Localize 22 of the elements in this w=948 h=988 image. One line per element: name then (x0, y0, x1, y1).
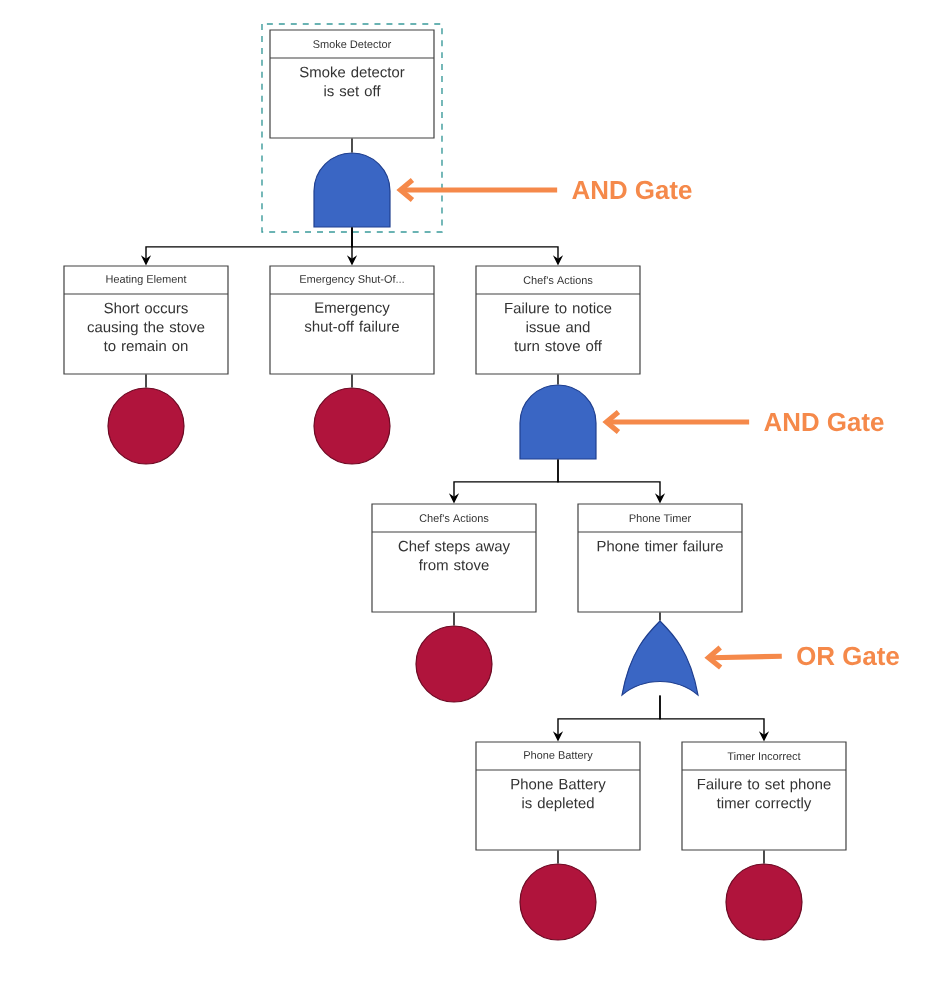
basic-event-circle (107, 387, 185, 465)
connector-line (351, 373, 353, 389)
basic-event-circle (519, 863, 597, 941)
basic-event-circle (415, 625, 493, 703)
gate-annotation: AND Gate (572, 180, 692, 200)
basic-event-circle (313, 387, 391, 465)
and-gate (313, 152, 391, 228)
connector-line (351, 137, 353, 154)
connector-line (557, 373, 559, 386)
arrow (602, 410, 750, 434)
gate-annotation: OR Gate (797, 646, 899, 666)
connector-line (659, 611, 661, 622)
arrow (704, 645, 782, 670)
connector-line (145, 373, 147, 389)
connector-line (453, 611, 455, 627)
basic-event-circle (725, 863, 803, 941)
gate-annotation: AND Gate (764, 412, 884, 432)
arrow (396, 178, 558, 202)
connector-line (557, 849, 559, 865)
or-gate (621, 620, 699, 696)
connector-line (763, 849, 765, 865)
and-gate (519, 384, 597, 460)
